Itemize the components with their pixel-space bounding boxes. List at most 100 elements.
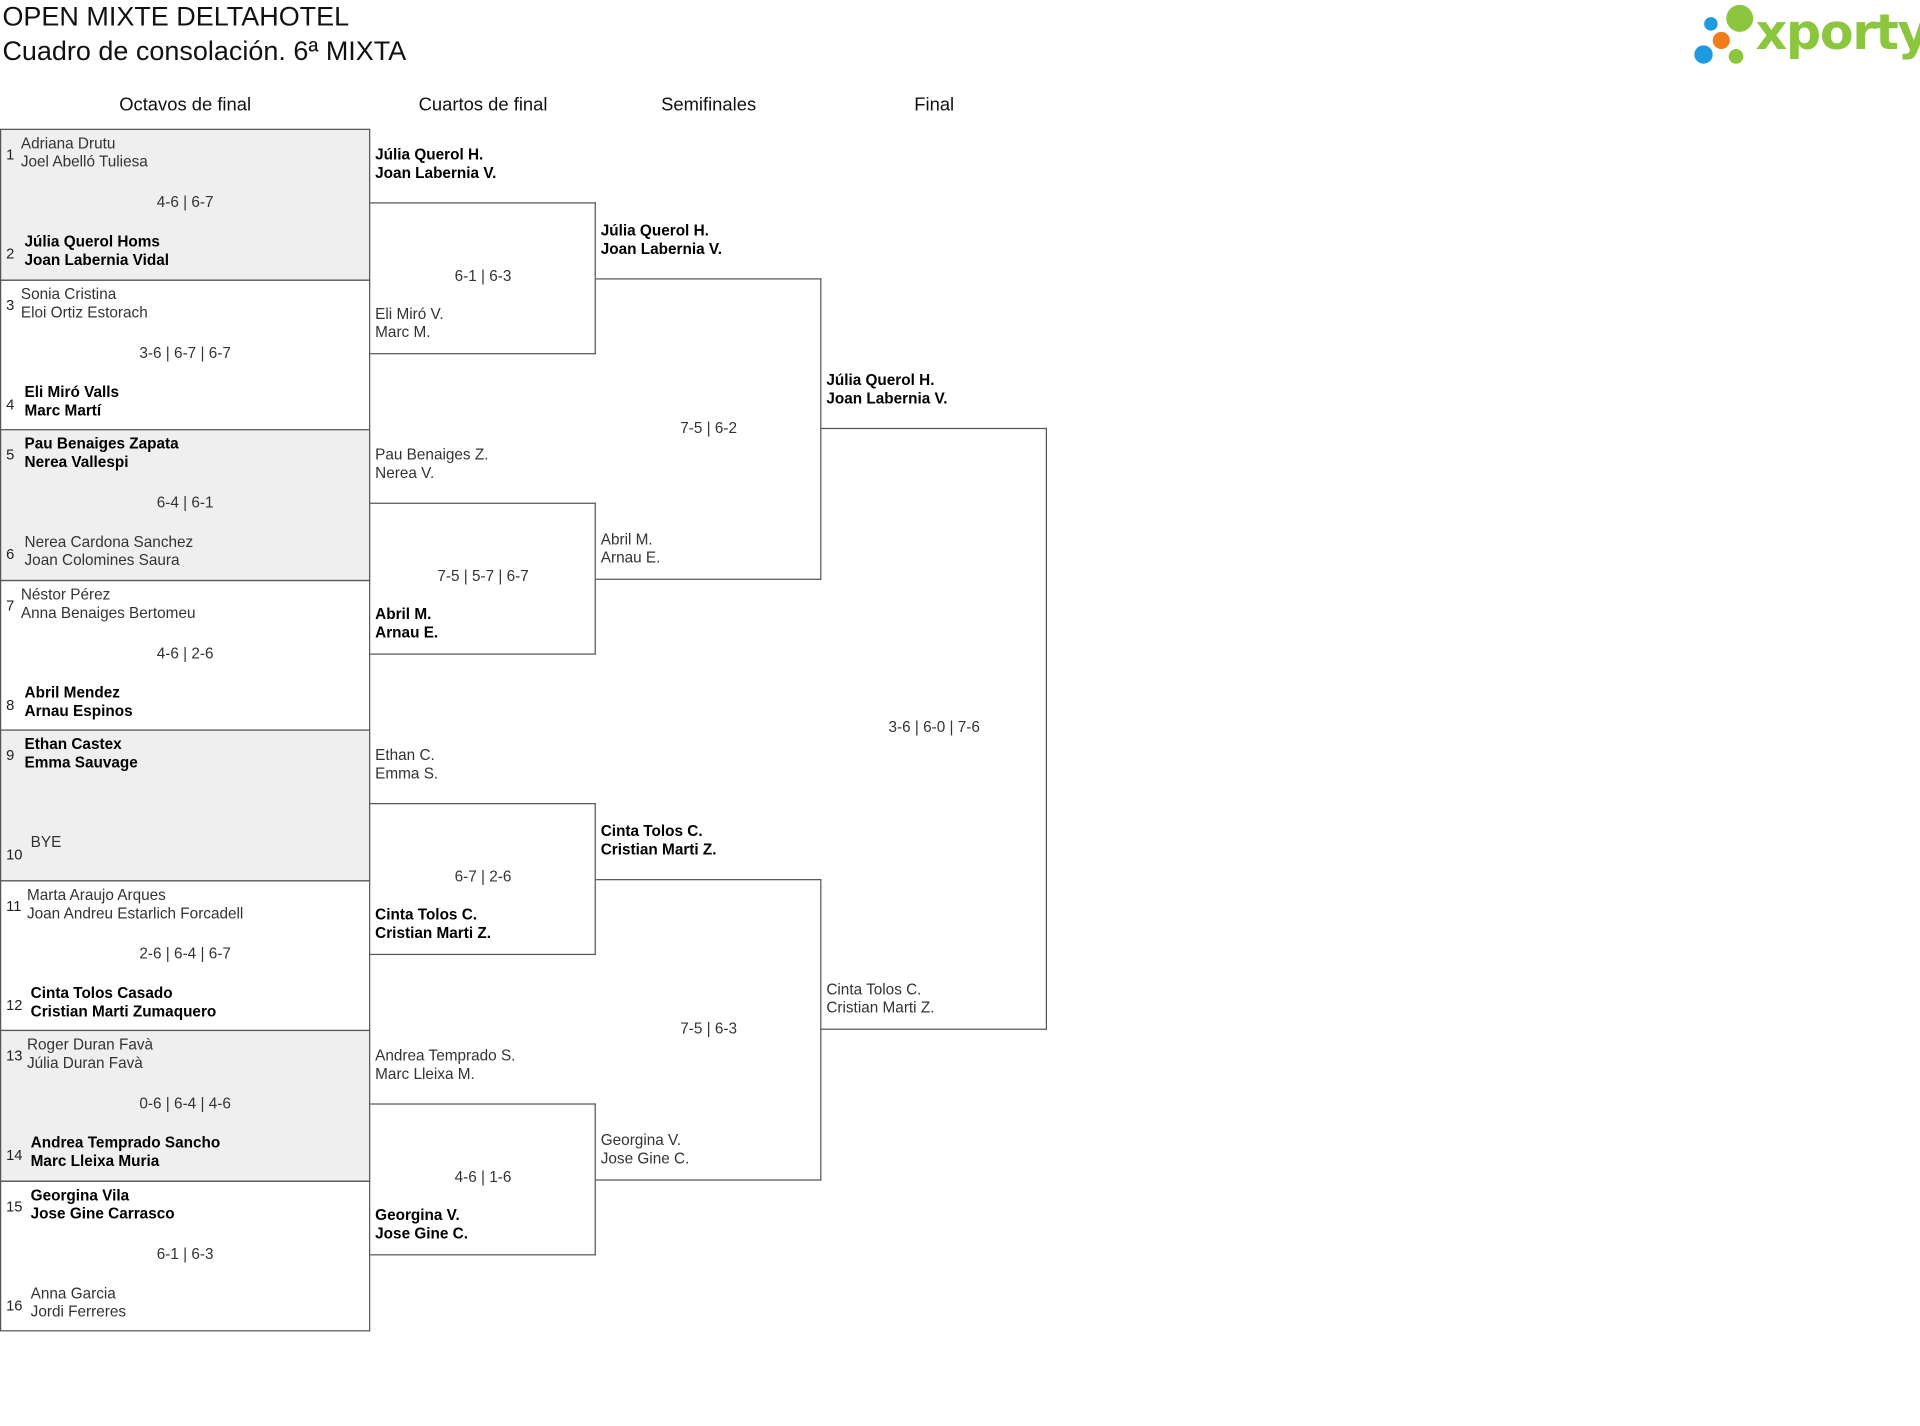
player-name: Nerea Vallespi: [24, 453, 129, 471]
match-box-octavos: [0, 1029, 371, 1182]
player-name: Arnau E.: [375, 623, 439, 641]
match-box-octavos: [0, 1180, 371, 1332]
player-name: Marc Martí: [24, 401, 102, 419]
player-name: Andrea Temprado Sancho: [30, 1134, 221, 1152]
player-name: Georgina V.: [375, 1205, 460, 1223]
logo-dot-blue-small: [1694, 45, 1713, 64]
player-name: Abril M.: [600, 530, 653, 549]
player-name: Eli Miró V.: [375, 304, 444, 322]
seed-number: 2: [6, 245, 15, 263]
player-name: Júlia Querol H.: [375, 145, 484, 164]
player-name: Cinta Tolos C.: [375, 905, 478, 923]
match-box-final: [821, 427, 1048, 1030]
match-score: 0-6 | 6-4 | 4-6: [139, 1094, 231, 1112]
seed-number: 11: [6, 896, 22, 914]
seed-number: 15: [6, 1197, 23, 1215]
match-score: 2-6 | 6-4 | 6-7: [139, 944, 231, 962]
player-name: Cinta Tolos C.: [600, 822, 703, 840]
player-name: Emma S.: [375, 765, 439, 783]
match-score: 7-5 | 6-3: [680, 1019, 738, 1037]
logo-dot-orange: [1712, 31, 1730, 50]
player-name: Cristian Marti Z.: [600, 841, 717, 859]
match-box-cuartos: [370, 202, 596, 354]
player-name: Joel Abelló Tuliesa: [20, 153, 148, 171]
seed-number: 7: [6, 596, 15, 614]
seed-number: 12: [6, 996, 23, 1014]
player-name: Joan Labernia Vidal: [24, 251, 170, 269]
match-box-cuartos: [370, 1103, 596, 1255]
seed-number: 16: [6, 1296, 23, 1314]
player-name: Arnau E.: [600, 549, 661, 567]
player-name: Jose Gine C.: [375, 1224, 469, 1242]
player-name: Cristian Marti Z.: [826, 999, 935, 1017]
match-score: 6-1 | 6-3: [156, 1245, 214, 1263]
player-name: Júlia Querol H.: [826, 371, 935, 389]
page-title: OPEN MIXTE DELTAHOTEL: [2, 1, 350, 32]
match-score: 3-6 | 6-7 | 6-7: [139, 343, 231, 362]
player-name: Cristian Marti Zumaquero: [30, 1002, 217, 1020]
player-name: Júlia Querol H.: [600, 221, 709, 240]
seed-number: 13: [6, 1047, 23, 1065]
match-score: 4-6 | 1-6: [454, 1168, 512, 1186]
player-name: Sonia Cristina: [20, 285, 117, 303]
player-name: Abril Mendez: [24, 683, 120, 701]
player-name: Cinta Tolos Casado: [30, 983, 173, 1002]
player-name: BYE: [30, 833, 62, 851]
seed-number: 3: [6, 296, 15, 314]
player-name: Andrea Temprado S.: [375, 1047, 516, 1065]
match-box-semis: [595, 879, 822, 1181]
seed-number: 8: [6, 695, 15, 713]
match-score: 7-5 | 5-7 | 6-7: [437, 567, 529, 586]
player-name: Júlia Querol Homs: [24, 232, 160, 251]
seed-number: 9: [6, 746, 15, 764]
seed-number: 4: [6, 395, 15, 413]
player-name: Marc Lleixa M.: [375, 1065, 475, 1083]
round-header-final: Final: [914, 94, 955, 116]
match-box-octavos: [0, 729, 371, 881]
player-name: Pau Benaiges Zapata: [24, 435, 179, 453]
player-name: Júlia Duran Favà: [26, 1054, 143, 1072]
player-name: Anna Benaiges Bertomeu: [20, 603, 196, 621]
player-name: Joan Colomines Saura: [24, 551, 180, 569]
seed-number: 14: [6, 1146, 23, 1164]
logo-dot-blue: [1704, 17, 1718, 31]
player-name: Adriana Drutu: [20, 134, 116, 153]
player-name: Cristian Marti Z.: [375, 923, 491, 941]
player-name: Eloi Ortiz Estorach: [20, 303, 148, 321]
player-name: Nerea V.: [375, 464, 435, 482]
player-name: Ethan Castex: [24, 735, 122, 753]
match-score: 6-1 | 6-3: [454, 267, 512, 285]
seed-number: 5: [6, 446, 15, 464]
match-box-octavos: [0, 429, 371, 581]
player-name: Néstor Pérez: [20, 585, 111, 603]
player-name: Joan Labernia V.: [826, 389, 948, 408]
round-header-semis: Semifinales: [661, 94, 757, 116]
player-name: Jose Gine C.: [600, 1149, 690, 1168]
player-name: Marc M.: [375, 323, 431, 341]
player-name: Joan Labernia V.: [600, 240, 722, 258]
seed-number: 6: [6, 545, 15, 563]
seed-number: 10: [6, 845, 23, 864]
match-box-cuartos: [370, 803, 596, 955]
round-header-cuartos: Cuartos de final: [418, 94, 548, 116]
player-name: Jose Gine Carrasco: [30, 1204, 175, 1222]
player-name: Joan Labernia V.: [375, 164, 497, 182]
player-name: Abril M.: [375, 605, 432, 623]
match-box-cuartos: [370, 502, 596, 655]
match-score: 7-5 | 6-2: [680, 418, 738, 436]
match-score: 4-6 | 2-6: [156, 644, 214, 662]
player-name: Joan Andreu Estarlich Forcadell: [26, 904, 244, 922]
player-name: Emma Sauvage: [24, 753, 138, 772]
player-name: Jordi Ferreres: [30, 1302, 127, 1320]
seed-number: 1: [6, 145, 15, 164]
page-subtitle: Cuadro de consolación. 6ª MIXTA: [2, 35, 407, 67]
player-name: Georgina Vila: [30, 1186, 130, 1204]
player-name: Marta Araujo Arques: [26, 885, 166, 903]
player-name: Pau Benaiges Z.: [375, 446, 489, 464]
match-box-octavos: [0, 128, 371, 281]
match-score: 6-4 | 6-1: [156, 494, 214, 512]
player-name: Nerea Cardona Sanchez: [24, 533, 194, 551]
xporty-logo: xporty: [1692, 2, 1920, 68]
match-score: 3-6 | 6-0 | 7-6: [888, 718, 980, 736]
